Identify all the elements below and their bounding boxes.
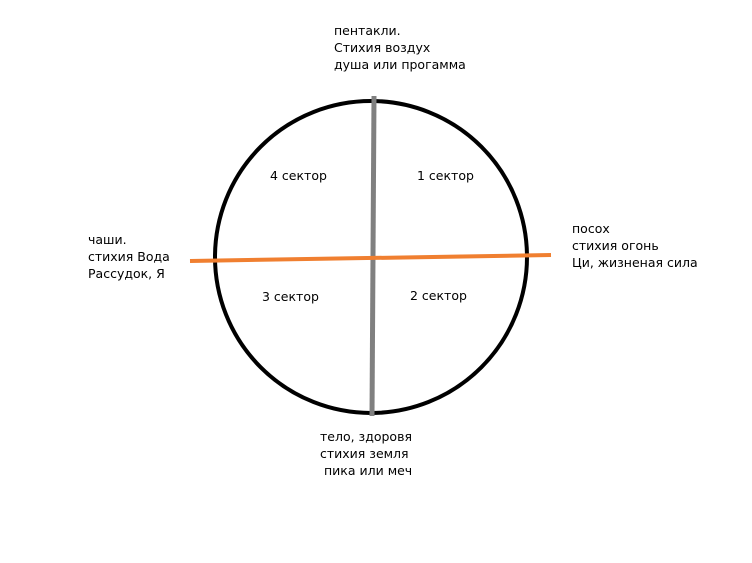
left-label-line-3: Рассудок, Я [88, 266, 165, 281]
bottom-pole-label: тело, здоровя стихия земля пика или меч [320, 428, 412, 479]
sector-2-label: 2 сектор [410, 288, 467, 303]
right-pole-label: посох стихия огонь Ци, жизненая сила [572, 220, 698, 271]
top-pole-label: пентакли. Стихия воздух душа или прогамм… [334, 22, 466, 73]
top-label-line-3: душа или прогамма [334, 57, 466, 72]
top-label-line-2: Стихия воздух [334, 40, 431, 55]
bottom-label-line-2: стихия земля [320, 446, 409, 461]
left-pole-label: чаши. стихия Вода Рассудок, Я [88, 231, 170, 282]
left-label-line-2: стихия Вода [88, 249, 170, 264]
right-label-line-1: посох [572, 221, 610, 236]
sector-4-label: 4 сектор [270, 168, 327, 183]
sector-1-label: 1 сектор [417, 168, 474, 183]
right-label-line-2: стихия огонь [572, 238, 659, 253]
bottom-label-line-1: тело, здоровя [320, 429, 412, 444]
left-label-line-1: чаши. [88, 232, 127, 247]
sector-3-label: 3 сектор [262, 289, 319, 304]
horizontal-axis-line [189, 253, 552, 263]
bottom-label-line-3: пика или меч [324, 463, 413, 478]
top-label-line-1: пентакли. [334, 23, 401, 38]
right-label-line-3: Ци, жизненая сила [572, 255, 698, 270]
